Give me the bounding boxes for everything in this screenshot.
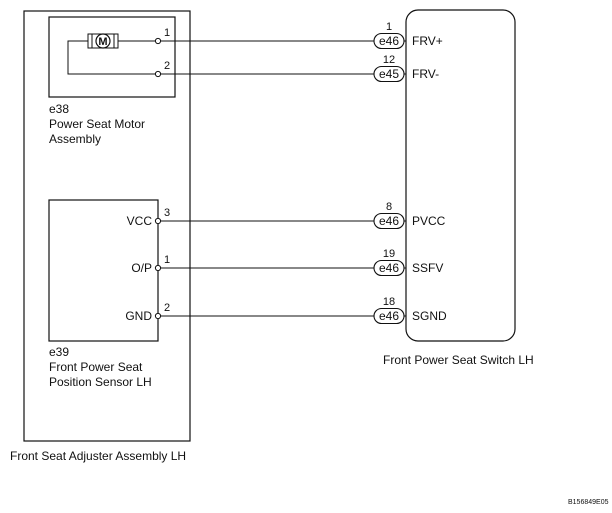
right-pin-number: 8	[386, 201, 392, 213]
sensor-name-line2: Position Sensor LH	[49, 375, 152, 389]
left-pin-number: 1	[164, 254, 170, 266]
motor-box	[48, 16, 176, 98]
switch-signal-label: FRV+	[412, 34, 443, 48]
connector-code: e45	[379, 67, 399, 81]
connector-code: e46	[379, 309, 399, 323]
connector-code: e46	[379, 34, 399, 48]
switch-signal-label: PVCC	[412, 214, 446, 228]
right-pin-number: 19	[383, 248, 395, 260]
left-signal-label: O/P	[131, 261, 152, 275]
right-pin-number: 18	[383, 296, 395, 308]
switch-signal-label: SGND	[412, 309, 447, 323]
left-pin-number: 2	[164, 60, 170, 72]
terminal-node	[154, 264, 162, 272]
connector-code: e46	[379, 214, 399, 228]
adjuster-assembly-label: Front Seat Adjuster Assembly LH	[10, 449, 186, 463]
figure-id: B156849E05	[568, 499, 609, 506]
motor-code: e38	[49, 102, 69, 116]
left-signal-label: VCC	[127, 214, 153, 228]
motor-icon: M	[87, 33, 119, 49]
sensor-name-line1: Front Power Seat	[49, 360, 143, 374]
terminal-node	[154, 312, 162, 320]
terminal-node	[154, 37, 162, 45]
switch-box	[405, 9, 516, 342]
motor-internal-wire	[67, 40, 158, 75]
motor-name-line2: Assembly	[49, 132, 101, 146]
left-pin-number: 2	[164, 302, 170, 314]
switch-signal-label: SSFV	[412, 261, 443, 275]
switch-label: Front Power Seat Switch LH	[383, 353, 534, 367]
adjuster-assembly-box	[23, 10, 191, 442]
motor-name-line1: Power Seat Motor	[49, 117, 145, 131]
motor-symbol: M	[98, 36, 107, 48]
right-pin-number: 12	[383, 54, 395, 66]
terminal-node	[154, 70, 162, 78]
left-signal-label: GND	[125, 309, 152, 323]
right-pin-number: 1	[386, 21, 392, 33]
left-pin-number: 3	[164, 207, 170, 219]
sensor-code: e39	[49, 345, 69, 359]
left-pin-number: 1	[164, 27, 170, 39]
terminal-node	[154, 217, 162, 225]
connector-code: e46	[379, 261, 399, 275]
switch-signal-label: FRV-	[412, 67, 439, 81]
